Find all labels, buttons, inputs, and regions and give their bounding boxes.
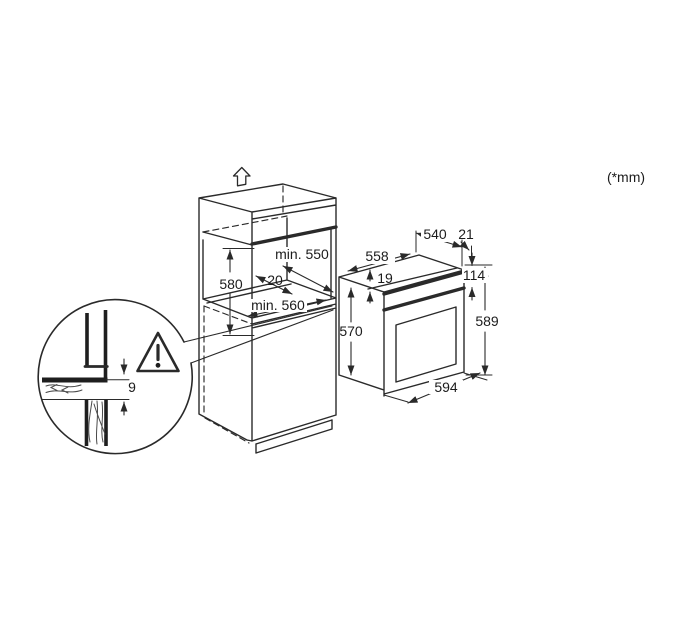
dim-oven-top-depth: 540	[423, 226, 447, 242]
removal-up-arrow-icon	[232, 166, 251, 187]
cabinet-drawing	[198, 166, 338, 454]
gap-boundary-lines	[41, 379, 130, 400]
dim-oven-front-width: 594	[434, 379, 458, 395]
detail-circle	[37, 298, 194, 455]
dimension-annotations: 580 min. 550 20 min. 560 558 19 570 540 …	[219, 226, 499, 404]
cabinet-outline	[198, 183, 337, 454]
dim-oven-door-protrusion: 21	[458, 226, 474, 242]
units-note: (*mm)	[607, 169, 645, 185]
label-halos	[250, 228, 488, 394]
dim-oven-body-height: 570	[339, 323, 363, 339]
shelf-top-bar	[42, 377, 108, 383]
dim-detail-gap: 9	[128, 379, 136, 395]
dim-rear-gap: 20	[267, 272, 283, 288]
panel-section-lines	[84, 310, 108, 446]
ext-lines-niche-height	[222, 248, 255, 336]
detail-callout: 9	[37, 298, 334, 455]
dim-niche-width: min. 560	[251, 297, 305, 313]
dim-oven-frame-gap: 19	[377, 270, 393, 286]
cabinet-hidden-edges	[202, 185, 288, 444]
oven-front-bands	[382, 270, 466, 312]
dim-oven-body-width: 558	[365, 248, 389, 264]
dim-niche-depth: min. 550	[275, 246, 329, 262]
warning-triangle-icon	[136, 331, 180, 373]
detail-gap-dimension: 9	[120, 358, 136, 416]
dim-niche-height: 580	[219, 276, 243, 292]
wood-grain	[45, 384, 106, 445]
dim-oven-panel-height: 114	[463, 267, 486, 283]
dim-oven-front-height: 589	[475, 313, 499, 329]
niche-ceiling-edge	[250, 225, 338, 246]
